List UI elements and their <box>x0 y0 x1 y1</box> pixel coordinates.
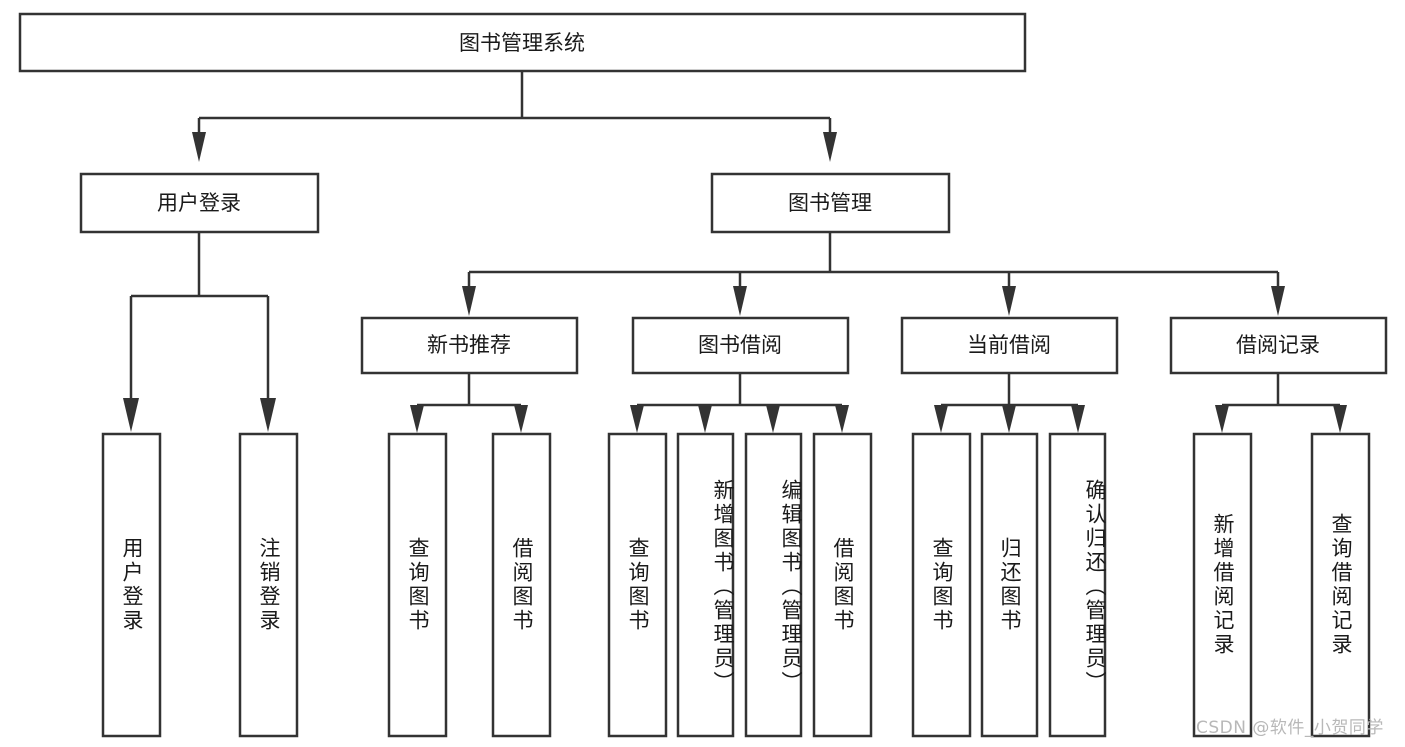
node-root-label: 图书管理系统 <box>459 31 585 55</box>
connector-group-root <box>192 71 837 162</box>
arrowhead-bookmgmt <box>823 132 837 162</box>
leaf-box-borrow-record-2[interactable] <box>1310 432 1371 738</box>
arrowhead-current-leaf-1 <box>934 405 948 433</box>
node-current-borrow[interactable]: 当前借阅 <box>900 316 1119 375</box>
node-new-book-recommend[interactable]: 新书推荐 <box>360 316 579 375</box>
connector-group-current <box>934 373 1085 433</box>
node-root-box[interactable] <box>18 12 1027 73</box>
node-borrow-record[interactable]: 借阅记录 <box>1169 316 1388 375</box>
node-root[interactable]: 图书管理系统 <box>18 12 1027 73</box>
node-book-borrow-label: 图书借阅 <box>698 333 782 357</box>
arrowhead-level2-1 <box>462 286 476 316</box>
leaf-box-new-book-2[interactable] <box>491 432 552 738</box>
connector-group-userlogin <box>123 232 276 432</box>
node-user-login[interactable]: 用户登录 <box>79 172 320 234</box>
node-user-login-label: 用户登录 <box>157 191 241 215</box>
csdn-watermark: CSDN @软件_小贺同学 <box>1196 718 1384 738</box>
leaf-box-current-borrow-1[interactable] <box>911 432 972 738</box>
leaf-box-current-borrow-2[interactable] <box>980 432 1039 738</box>
arrowhead-level2-4 <box>1271 286 1285 316</box>
node-current-borrow-label: 当前借阅 <box>967 333 1051 357</box>
node-new-book-recommend-label: 新书推荐 <box>427 333 511 357</box>
arrowhead-leaf-user-login-2 <box>260 398 276 432</box>
arrowhead-borrow-leaf-4 <box>835 405 849 433</box>
leaf-box-book-borrow-1[interactable] <box>607 432 668 738</box>
node-borrow-record-label: 借阅记录 <box>1236 333 1320 357</box>
arrowhead-leaf-user-login-1 <box>123 398 139 432</box>
node-new-book-recommend-box[interactable] <box>360 316 579 375</box>
leaf-box-user-login-1[interactable] <box>101 432 162 738</box>
arrowhead-record-leaf-1 <box>1215 405 1229 433</box>
arrowhead-level2-3 <box>1002 286 1016 316</box>
leaf-box-book-borrow-4[interactable] <box>812 432 873 738</box>
arrowhead-newbook-leaf-1 <box>410 405 424 433</box>
leaf-box-user-login-2[interactable] <box>238 432 299 738</box>
node-book-management-box[interactable] <box>710 172 951 234</box>
arrowhead-borrow-leaf-1 <box>630 405 644 433</box>
connector-group-record <box>1215 373 1347 433</box>
arrowhead-level2-2 <box>733 286 747 316</box>
connector-group-borrow <box>630 373 849 433</box>
node-book-borrow-box[interactable] <box>631 316 850 375</box>
leaf-box-new-book-1[interactable] <box>387 432 448 738</box>
leaf-box-book-borrow-3[interactable] <box>744 432 803 738</box>
arrowhead-userlogin <box>192 132 206 162</box>
node-current-borrow-box[interactable] <box>900 316 1119 375</box>
connector-group-bookmgmt <box>462 232 1285 316</box>
node-user-login-box[interactable] <box>79 172 320 234</box>
arrowhead-newbook-leaf-2 <box>514 405 528 433</box>
arrowhead-current-leaf-2 <box>1002 405 1016 433</box>
connector-group-newbook <box>410 373 528 433</box>
arrowhead-current-leaf-3 <box>1071 405 1085 433</box>
arrowhead-borrow-leaf-2 <box>698 405 712 433</box>
node-book-borrow[interactable]: 图书借阅 <box>631 316 850 375</box>
node-book-management-label: 图书管理 <box>788 191 872 215</box>
node-book-management[interactable]: 图书管理 <box>710 172 951 234</box>
leaf-box-book-borrow-2[interactable] <box>676 432 735 738</box>
arrowhead-borrow-leaf-3 <box>766 405 780 433</box>
leaf-box-current-borrow-3[interactable] <box>1048 432 1107 738</box>
arrowhead-record-leaf-2 <box>1333 405 1347 433</box>
leaf-box-borrow-record-1[interactable] <box>1192 432 1253 738</box>
node-borrow-record-box[interactable] <box>1169 316 1388 375</box>
